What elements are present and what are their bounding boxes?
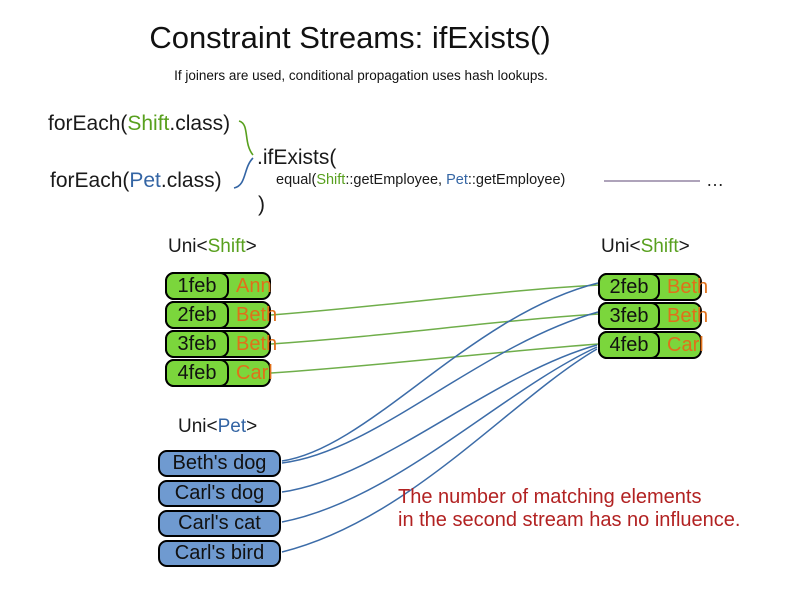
header-text: Uni< bbox=[178, 416, 218, 437]
shift-type-token: Shift bbox=[127, 112, 170, 135]
connector-shift-2feb bbox=[270, 284, 600, 316]
shift-type-token: Shift bbox=[316, 172, 346, 188]
connector-beths-dog-3feb bbox=[281, 311, 599, 464]
pet-type-token: Pet bbox=[129, 169, 161, 192]
page-subtitle: If joiners are used, conditional propaga… bbox=[174, 68, 548, 83]
shift-type-token: Shift bbox=[207, 236, 246, 257]
table-row: 2feb Beth bbox=[598, 273, 708, 301]
connector-carls-dog-4feb bbox=[281, 344, 598, 493]
shift-employee-cell: Beth bbox=[667, 276, 709, 298]
shift-date-cell: 4feb bbox=[165, 359, 229, 387]
header-text: > bbox=[246, 416, 258, 437]
code-text: .class) bbox=[160, 169, 222, 192]
connector-shift-4feb bbox=[270, 343, 600, 374]
shift-date-cell: 3feb bbox=[165, 330, 229, 358]
shift-type-token: Shift bbox=[640, 236, 679, 257]
code-ifexists: .ifExists( bbox=[257, 146, 337, 169]
code-text: ::getEmployee) bbox=[467, 172, 566, 188]
shift-date-cell: 4feb bbox=[598, 331, 660, 359]
note-line: The number of matching elements bbox=[398, 486, 702, 508]
brace-pet-stream bbox=[233, 157, 254, 189]
note-line: in the second stream has no influence. bbox=[398, 509, 741, 531]
shift-employee-cell: Carl bbox=[236, 362, 273, 384]
header-text: Uni< bbox=[601, 236, 641, 257]
shift-employee-cell: Beth bbox=[236, 333, 278, 355]
pet-type-token: Pet bbox=[446, 172, 468, 188]
pet-table: Beth's dog Carl's dog Carl's cat Carl's … bbox=[158, 450, 281, 570]
connector-beths-dog-2feb bbox=[281, 282, 599, 462]
pet-type-token: Pet bbox=[217, 416, 247, 437]
header-text: > bbox=[245, 236, 257, 257]
code-text: forEach( bbox=[50, 169, 130, 192]
page-title: Constraint Streams: ifExists() bbox=[149, 20, 551, 55]
shift-date-cell: 2feb bbox=[165, 301, 229, 329]
pet-row: Carl's cat bbox=[158, 510, 281, 537]
left-shift-table: 1feb Ann 2feb Beth 3feb Beth 4feb Carl bbox=[165, 272, 277, 388]
code-text: ::getEmployee, bbox=[345, 172, 447, 188]
pet-row: Beth's dog bbox=[158, 450, 281, 477]
connector-shift-3feb bbox=[270, 313, 600, 345]
pet-row: Carl's dog bbox=[158, 480, 281, 507]
header-text: > bbox=[678, 236, 690, 257]
right-shift-table-header: Uni<Shift> bbox=[601, 236, 690, 258]
code-foreach-shift: forEach(Shift.class) bbox=[48, 112, 230, 136]
shift-date-cell: 3feb bbox=[598, 302, 660, 330]
table-row: 4feb Carl bbox=[598, 331, 704, 359]
note-matching-elements: The number of matching elements in the s… bbox=[398, 486, 740, 532]
code-text: .class) bbox=[169, 112, 231, 135]
table-row: 4feb Carl bbox=[165, 359, 273, 387]
shift-employee-cell: Beth bbox=[667, 305, 709, 327]
shift-employee-cell: Ann bbox=[236, 275, 272, 297]
pet-row: Carl's bird bbox=[158, 540, 281, 567]
shift-employee-cell: Carl bbox=[667, 334, 704, 356]
pet-table-header: Uni<Pet> bbox=[178, 416, 257, 438]
shift-employee-cell: Beth bbox=[236, 304, 278, 326]
code-equal-joiner: equal(Shift::getEmployee, Pet::getEmploy… bbox=[276, 172, 565, 188]
ellipsis-more-joiners: … bbox=[706, 170, 724, 190]
code-text: forEach( bbox=[48, 112, 128, 135]
shift-date-cell: 1feb bbox=[165, 272, 229, 300]
left-shift-table-header: Uni<Shift> bbox=[168, 236, 257, 258]
header-text: Uni< bbox=[168, 236, 208, 257]
table-row: 1feb Ann bbox=[165, 272, 272, 300]
brace-shift-stream bbox=[238, 120, 254, 156]
code-close-paren: ) bbox=[258, 193, 265, 216]
right-shift-table: 2feb Beth 3feb Beth 4feb Carl bbox=[598, 273, 708, 360]
code-text: equal( bbox=[276, 172, 317, 188]
table-row: 2feb Beth bbox=[165, 301, 277, 329]
table-row: 3feb Beth bbox=[165, 330, 277, 358]
table-row: 3feb Beth bbox=[598, 302, 708, 330]
code-foreach-pet: forEach(Pet.class) bbox=[50, 169, 222, 193]
shift-date-cell: 2feb bbox=[598, 273, 660, 301]
